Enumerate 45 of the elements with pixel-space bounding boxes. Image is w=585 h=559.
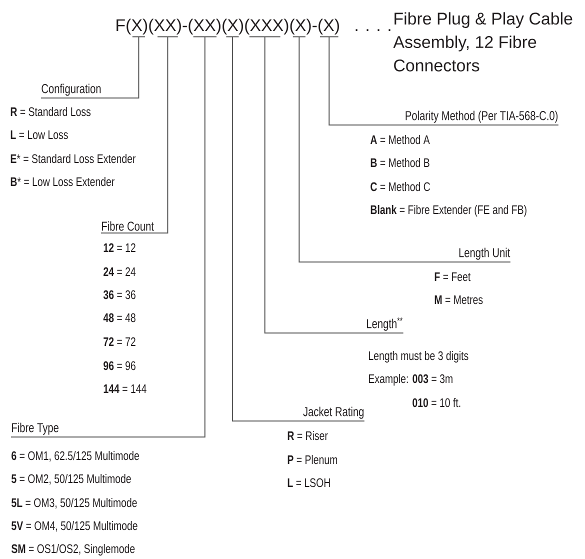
option-text: E* = Standard Loss Extender	[10, 154, 136, 164]
section-heading: Polarity Method (Per TIA-568-C.0)	[406, 110, 558, 123]
option-text: 48 = 48	[103, 313, 136, 322]
option-text: 010 = 10 ft.	[412, 398, 460, 408]
description-text: Fibre Plug & Play Cable Assembly, 12 Fibre Connectors	[393, 12, 572, 72]
option-text: B* = Low Loss Extender	[10, 176, 114, 186]
option-text: 36 = 36	[103, 290, 136, 300]
section-heading: Configuration	[42, 84, 101, 96]
option-text: 96 = 96	[104, 361, 136, 370]
section-heading: Length$^{**}$	[367, 318, 402, 331]
option-text: 6 = OM1, 62.5/125 Multimode	[12, 450, 139, 462]
leader-dots: . . . .	[356, 29, 390, 31]
leader-line	[226, 36, 365, 422]
section-heading: Fibre Count	[102, 221, 154, 231]
option-text: 24 = 24	[104, 267, 136, 276]
option-text: A = Method A	[370, 134, 430, 144]
option-text: 72 = 72	[104, 337, 136, 346]
section-heading: Length Unit	[459, 248, 510, 260]
option-text: Blank = Fibre Extender (FE and FB)	[370, 204, 526, 217]
option-text: Length must be 3 digits	[369, 350, 468, 363]
option-text: Example: 003 = 3m	[369, 374, 452, 386]
leader-line	[248, 36, 404, 334]
option-text: L = Low Loss	[10, 130, 68, 140]
option-text: M = Metres	[434, 295, 483, 304]
option-text: SM = OS1/OS2, Singlemode	[12, 544, 135, 556]
option-text: R = Standard Loss	[10, 106, 91, 116]
option-text: 5 = OM2, 50/125 Multimode	[12, 474, 131, 485]
option-text: C = Method C	[370, 182, 430, 192]
leader-line	[319, 36, 559, 126]
leader-line	[100, 36, 178, 234]
section-heading: Jacket Rating	[303, 406, 364, 419]
leader-line	[40, 36, 146, 98]
leader-line	[292, 36, 511, 262]
option-text: 5L = OM3, 50/125 Multimode	[12, 498, 137, 509]
option-text: F = Feet	[434, 272, 471, 282]
section-heading: Fibre Type	[12, 422, 58, 435]
option-text: R = Riser	[288, 430, 328, 440]
option-text: P = Plenum	[288, 454, 338, 464]
part-number-code: F(X)(XX)-(XX)(X)(XXX)(X)-(X)	[116, 18, 339, 34]
option-text: 5V = OM4, 50/125 Multimode	[12, 520, 138, 532]
option-text: L = LSOH	[288, 478, 330, 488]
option-text: 12 = 12	[104, 243, 136, 252]
option-text: B = Method B	[370, 158, 430, 168]
option-text: 144 = 144	[104, 384, 146, 393]
leader-line	[10, 36, 217, 438]
